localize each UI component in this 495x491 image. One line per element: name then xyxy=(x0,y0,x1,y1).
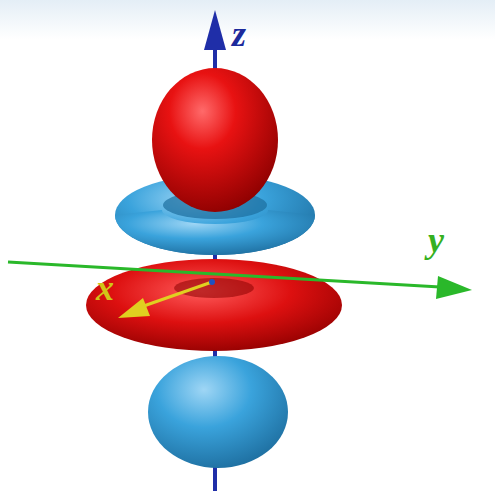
axis-label: z xyxy=(232,16,246,52)
axis-label: y xyxy=(428,222,444,258)
axis-label: x xyxy=(96,270,114,306)
